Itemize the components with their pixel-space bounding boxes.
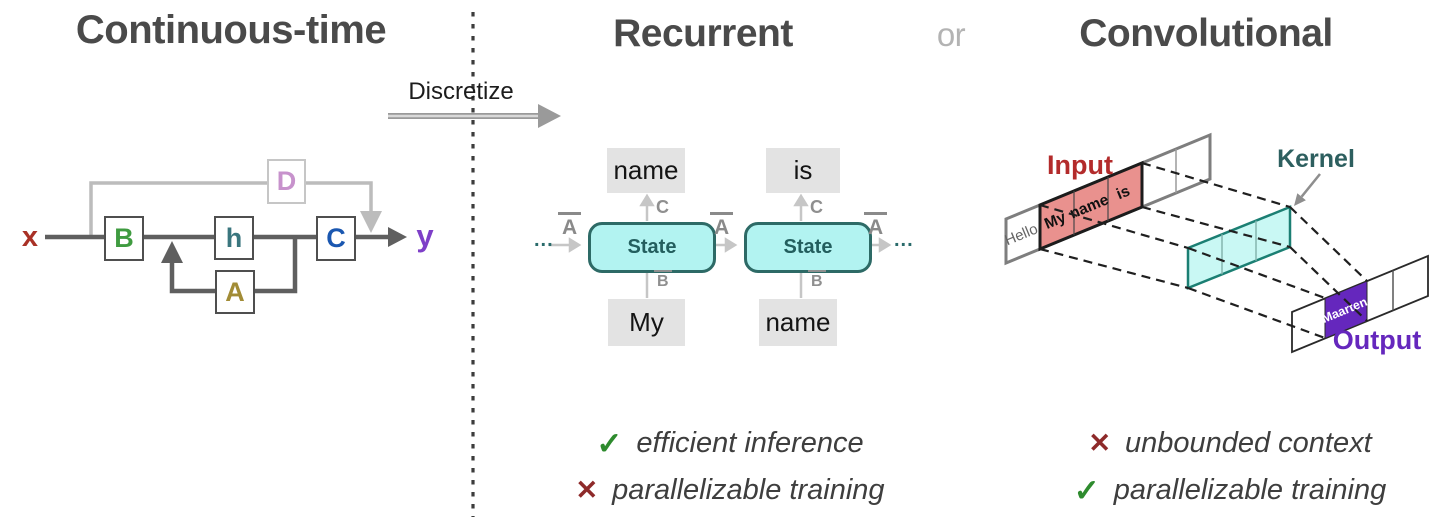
input-token-box-2: name: [759, 299, 837, 346]
output-token-box-2: is: [766, 148, 840, 193]
d-path-arrowhead: [360, 211, 382, 233]
b-bar-label-1: B: [654, 270, 672, 290]
cross-icon: ✕: [1088, 427, 1111, 458]
recurrent-title: Recurrent: [613, 12, 793, 55]
conv-output-cell: [1324, 280, 1368, 340]
recurrent-arrows: [549, 193, 892, 298]
recurrent-pros-cons: ✓ efficient inference ✕ parallelizable t…: [490, 424, 970, 509]
pros-cons-text: parallelizable training: [612, 473, 885, 506]
conv-dashed-projections: [1039, 161, 1368, 340]
a-bar-label-1: A: [558, 212, 582, 238]
pros-cons-text: parallelizable training: [1113, 473, 1387, 506]
pros-cons-row: ✓ parallelizable training: [1074, 471, 1386, 509]
conv-kernel: [1186, 205, 1292, 290]
convolutional-title: Convolutional: [1079, 12, 1333, 55]
output-token-box-1: name: [607, 148, 685, 193]
c-label-2: C: [810, 197, 823, 217]
input-cell-is: is: [1114, 183, 1132, 204]
input-token-box-1: My: [608, 299, 685, 346]
pros-cons-text: efficient inference: [636, 426, 864, 459]
state-box-2: State: [744, 222, 872, 273]
input-signal-label: x: [21, 221, 39, 253]
pros-cons-text: unbounded context: [1124, 426, 1372, 459]
pros-cons-row: ✓ efficient inference: [596, 424, 863, 462]
check-icon: ✓: [1073, 472, 1100, 508]
cross-icon: ✕: [575, 474, 599, 505]
pros-cons-row: ✕ parallelizable training: [575, 471, 884, 509]
conv-input-label: Input: [1047, 150, 1113, 180]
c-label-1: C: [656, 197, 669, 217]
a-feedback-arrowhead: [161, 241, 183, 263]
a-bar-label-3: A: [864, 212, 888, 238]
pros-cons-row: ✕ unbounded context: [1088, 424, 1371, 462]
or-text: or: [936, 16, 966, 53]
b-bar-label-2: B: [808, 270, 826, 290]
main-line-arrowhead: [388, 227, 407, 247]
conv-output-label: Output: [1332, 325, 1422, 355]
state-h-block: h: [214, 216, 254, 260]
discretize-label: Discretize: [408, 78, 514, 105]
convolutional-pros-cons: ✕ unbounded context ✓ parallelizable tra…: [990, 424, 1456, 509]
ellipsis-right: ...: [894, 229, 914, 251]
conv-kernel-label: Kernel: [1277, 145, 1355, 173]
ellipsis-left: ...: [534, 229, 554, 251]
state-box-1: State: [588, 222, 716, 273]
matrix-D-block: D: [267, 159, 306, 204]
output-signal-label: y: [416, 218, 434, 253]
check-icon: ✓: [596, 425, 623, 461]
matrix-A-block: A: [215, 270, 255, 314]
continuous-time-title: Continuous-time: [75, 8, 387, 52]
discretize-arrow: [388, 104, 561, 128]
matrix-B-block: B: [104, 216, 144, 261]
d-skip-path: [89, 181, 373, 237]
matrix-C-block: C: [316, 216, 356, 261]
kernel-pointer-arrow: [1294, 173, 1321, 206]
a-bar-label-2: A: [710, 212, 734, 238]
